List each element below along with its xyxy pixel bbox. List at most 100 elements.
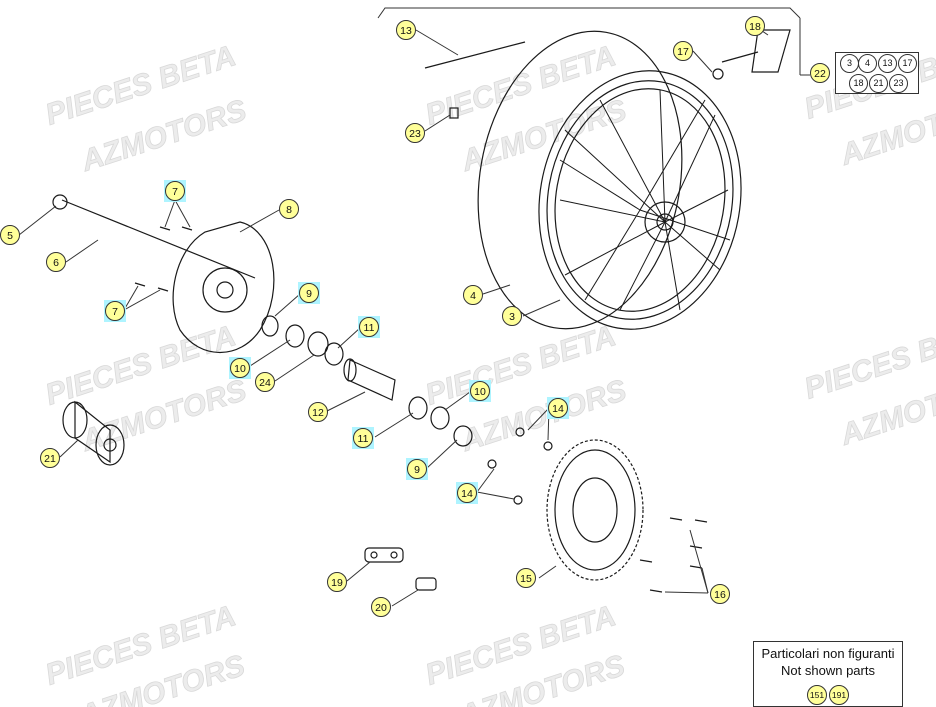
callout-label: 7 [172, 186, 178, 198]
callout-7[interactable]: 7 [164, 180, 186, 202]
chain-link-part [364, 547, 404, 563]
callout-7[interactable]: 7 [104, 300, 126, 322]
callout-3[interactable]: 3 [502, 306, 522, 326]
callout-circle [673, 41, 693, 61]
callout-13[interactable]: 13 [396, 20, 416, 40]
callout-22[interactable]: 22 [810, 63, 830, 83]
callout-label: 13 [400, 25, 412, 37]
axle-part [52, 194, 256, 279]
callout-label: 21 [44, 453, 56, 465]
callout-circle [308, 402, 328, 422]
callout-11[interactable]: 11 [358, 316, 380, 338]
kit-item-badge[interactable]: 17 [898, 54, 917, 73]
callout-label: 4 [470, 290, 476, 302]
callout-circle [279, 199, 299, 219]
callout-label: 10 [474, 386, 486, 398]
callout-18[interactable]: 18 [745, 16, 765, 36]
callout-23[interactable]: 23 [405, 123, 425, 143]
kit-item-badge[interactable]: 21 [869, 74, 888, 93]
callout-4[interactable]: 4 [463, 285, 483, 305]
callout-14[interactable]: 14 [547, 397, 569, 419]
legend-ref-badge[interactable]: 191 [829, 685, 849, 705]
callout-9[interactable]: 9 [298, 282, 320, 304]
kit-item-badge[interactable]: 18 [849, 74, 868, 93]
callout-circle [502, 306, 522, 326]
callout-circle [255, 372, 275, 392]
legend-subtitle: Not shown parts [781, 663, 875, 678]
callout-circle [353, 428, 373, 448]
valve-cap-part [449, 107, 459, 119]
callout-label: 5 [7, 230, 13, 242]
callout-circle [40, 448, 60, 468]
callout-label: 16 [714, 589, 726, 601]
callout-circle [457, 483, 477, 503]
callout-label: 18 [749, 21, 761, 33]
callout-label: 6 [53, 257, 59, 269]
kit-item-badge[interactable]: 23 [889, 74, 908, 93]
callout-circle [105, 301, 125, 321]
legend-title: Particolari non figuranti [761, 646, 895, 661]
legend-ref-badge[interactable]: 151 [807, 685, 827, 705]
callout-24[interactable]: 24 [255, 372, 275, 392]
callout-9[interactable]: 9 [406, 458, 428, 480]
callout-circle [299, 283, 319, 303]
callout-label: 12 [312, 407, 324, 419]
bearing-spacer-parts [261, 315, 473, 447]
callout-10[interactable]: 10 [469, 380, 491, 402]
leader-lines [18, 25, 769, 607]
sprocket-part [546, 439, 644, 581]
hub-part [62, 400, 125, 466]
watermark-text: PIECES BETA [801, 313, 936, 406]
callout-8[interactable]: 8 [279, 199, 299, 219]
callout-circle [810, 63, 830, 83]
callout-12[interactable]: 12 [308, 402, 328, 422]
callout-label: 19 [331, 577, 343, 589]
callout-label: 11 [358, 433, 369, 445]
callout-circle [0, 225, 20, 245]
rim-lock-part [712, 29, 791, 80]
callout-10[interactable]: 10 [229, 357, 251, 379]
callout-6[interactable]: 6 [46, 252, 66, 272]
callout-circle [327, 572, 347, 592]
callout-14[interactable]: 14 [456, 482, 478, 504]
callout-19[interactable]: 19 [327, 572, 347, 592]
callout-label: 9 [306, 288, 312, 300]
callout-circle [710, 584, 730, 604]
not-shown-parts-legend: Particolari non figuranti Not shown part… [753, 641, 903, 707]
callout-label: 10 [234, 363, 246, 375]
callout-circle [46, 252, 66, 272]
callout-20[interactable]: 20 [371, 597, 391, 617]
callout-circle [396, 20, 416, 40]
callout-layer: 13 18 17 22 23 7 8 5 6 9 7 4 3 11 10 24 10 12 14 11 21 9 14 15 1… [0, 16, 830, 617]
spoke-part [424, 41, 526, 69]
callout-circle [548, 398, 568, 418]
callout-5[interactable]: 5 [0, 225, 20, 245]
callout-label: 7 [112, 306, 118, 318]
callout-17[interactable]: 17 [673, 41, 693, 61]
callout-circle [407, 459, 427, 479]
callout-circle [470, 381, 490, 401]
callout-circle [371, 597, 391, 617]
callout-label: 8 [286, 204, 292, 216]
callout-label: 11 [364, 322, 375, 334]
callout-circle [230, 358, 250, 378]
callout-circle [463, 285, 483, 305]
rear-wheel-part [477, 30, 742, 330]
callout-circle [359, 317, 379, 337]
callout-circle [405, 123, 425, 143]
callout-label: 24 [259, 377, 271, 389]
callout-11[interactable]: 11 [352, 427, 374, 449]
callout-label: 14 [552, 403, 564, 415]
callout-15[interactable]: 15 [516, 568, 536, 588]
kit-item-badge[interactable]: 4 [858, 54, 877, 73]
callout-16[interactable]: 16 [710, 584, 730, 604]
callout-label: 17 [677, 46, 689, 58]
brake-disc-part [172, 221, 275, 353]
callout-21[interactable]: 21 [40, 448, 60, 468]
kit-item-badge[interactable]: 13 [878, 54, 897, 73]
sprocket-fasteners-part [487, 427, 708, 593]
kit-item-badge[interactable]: 3 [840, 54, 859, 73]
